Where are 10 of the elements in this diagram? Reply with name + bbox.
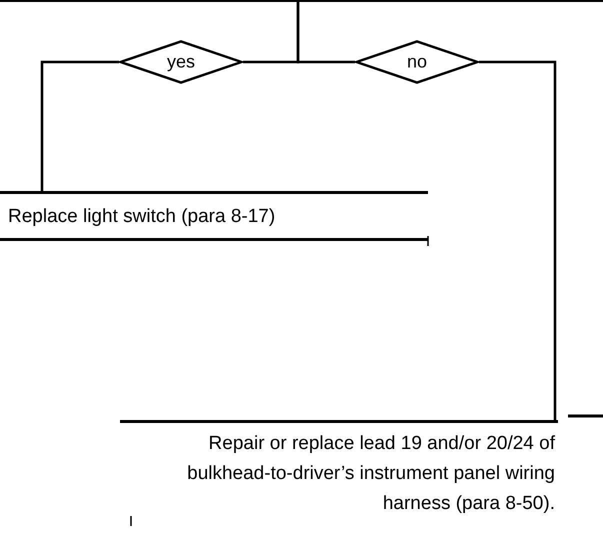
connector-line xyxy=(296,2,355,64)
decision-diamond xyxy=(119,40,243,84)
step-text: Repair or replace lead 19 and/or 20/24 of bulkhead-to-driver’s instrument panel wiring harness (para 8-50). xyxy=(186,432,555,516)
connector-line xyxy=(40,60,119,191)
connector-line xyxy=(479,60,556,420)
decision-label: yes xyxy=(166,52,196,72)
decision-label: no xyxy=(406,52,428,72)
process-box xyxy=(0,191,428,241)
step-text: Replace light switch (para 8-17) xyxy=(8,205,276,229)
decision-diamond xyxy=(355,40,479,84)
